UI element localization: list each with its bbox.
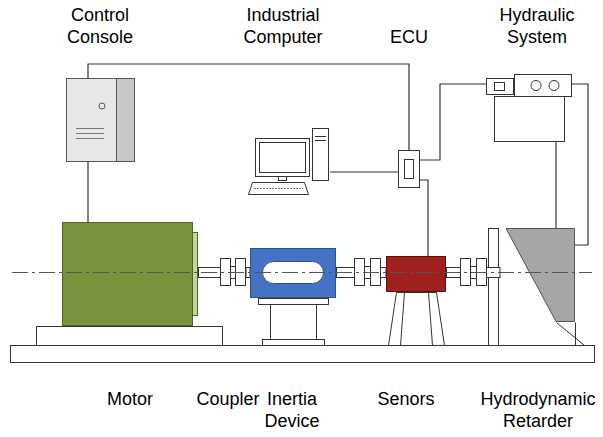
shape-outline (486, 70, 572, 142)
centre-line (220, 272, 246, 273)
shape-outline (500, 228, 575, 322)
monitor-stand (279, 177, 287, 181)
oil-tank (495, 97, 565, 142)
part-label: Hydrodynamic Retarder (480, 388, 595, 432)
part-label: Hydraulic System (499, 4, 574, 48)
retarder-brace (557, 323, 585, 346)
pump-block (515, 75, 572, 97)
wire (420, 84, 486, 160)
motor-node: Motor (62, 222, 198, 326)
wire (87, 162, 88, 222)
valve-inner (495, 83, 505, 91)
centre-line (12, 272, 592, 273)
wire (572, 84, 588, 245)
console-node: Control Console (64, 78, 138, 162)
sensor-body (387, 257, 446, 292)
console-vent (76, 128, 104, 129)
shape-outline (246, 124, 330, 198)
shape-outline (64, 78, 138, 162)
sensor-stand (389, 293, 445, 346)
ecu-inner (405, 160, 414, 179)
ecu-node: ECU (398, 150, 420, 188)
motor-flange (193, 233, 198, 316)
keyboard (249, 183, 309, 195)
valve-block (487, 79, 514, 95)
computer-node: Industrial Computer (246, 124, 330, 198)
console-front (67, 79, 117, 162)
part-label: Senors (377, 388, 434, 410)
sensor-stand-line (429, 293, 433, 346)
screen (260, 143, 306, 173)
keyboard-keys (254, 188, 303, 189)
sensor-node: Senors (386, 256, 446, 292)
wire (420, 180, 428, 256)
shape-outline (62, 222, 198, 326)
inertia-stand-foot (263, 340, 325, 346)
shape-outline (220, 258, 246, 286)
pump-gauge (531, 81, 541, 91)
shape-outline (398, 150, 420, 188)
retarder-node: Hydrodynamic Retarder (500, 228, 575, 322)
pc-tower-slot (315, 140, 326, 141)
pc-tower (313, 129, 329, 181)
wire (555, 142, 556, 228)
wire (330, 171, 398, 172)
monitor (256, 139, 310, 177)
pump-gauge (549, 81, 559, 91)
console-vent (76, 138, 104, 139)
ground-plate (11, 346, 595, 363)
motor-base (37, 327, 223, 346)
retarder-support (575, 323, 576, 346)
inertia-body (251, 249, 336, 298)
ecu-case (399, 151, 420, 188)
part-label: Control Console (67, 4, 133, 48)
coupler-node: Coupler (220, 258, 246, 286)
console-button (99, 103, 105, 109)
sensor-stand-line (401, 293, 405, 346)
hydraulic-node: Hydraulic System (486, 70, 572, 142)
inertia-node: Inertia Device (250, 248, 336, 298)
motor-body (63, 223, 193, 326)
part-label: ECU (390, 26, 428, 48)
centre-line (386, 272, 446, 273)
pc-tower-slot (315, 136, 326, 137)
centre-line (250, 272, 336, 273)
part-label: Coupler (196, 388, 259, 410)
retarder-post (489, 229, 499, 346)
inertia-stand-leg (271, 305, 317, 340)
shape-outline (250, 248, 336, 298)
console-side (117, 79, 135, 162)
retarder-body (506, 229, 575, 322)
part-label: Industrial Computer (243, 4, 322, 48)
wire (88, 64, 409, 150)
centre-line (62, 272, 198, 273)
part-label: Inertia Device (264, 388, 319, 432)
part-label: Motor (107, 388, 153, 410)
inertia-stand-top (259, 299, 329, 305)
shape-outline (386, 256, 446, 292)
centre-line (500, 272, 575, 273)
console-vent (76, 133, 104, 134)
